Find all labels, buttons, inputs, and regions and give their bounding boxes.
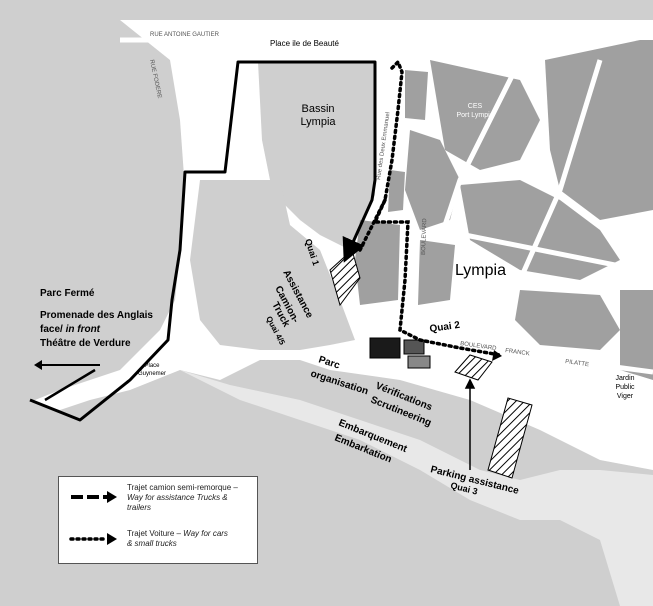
bassin-label-line2: Lympia [300, 116, 336, 128]
car-route [358, 58, 502, 357]
parc-organisation-block [369, 337, 401, 359]
ces-label-line2: Port Lympia [456, 112, 493, 119]
lympia-label: Lympia [455, 262, 506, 279]
street-rue-antoine-gautier: RUE ANTOINE GAUTIER [150, 32, 220, 38]
legend-truck-line-icon [71, 491, 117, 503]
street-boulevard-vertical: BOULEVARD [421, 218, 428, 255]
car-route-arrow [492, 350, 502, 361]
promenade-label: Promenade des Anglais [40, 310, 153, 321]
legend-car-text: Trajet Voiture – Way for cars & small tr… [127, 529, 255, 549]
place-guynemer-line1: Place [144, 363, 160, 369]
parc-ferme-label: Parc Fermé [40, 288, 95, 299]
jardin-line2: Public [615, 384, 635, 391]
jardin-line1: Jardin [615, 375, 634, 382]
bassin-label-line1: Bassin [301, 103, 334, 115]
legend-car-line1-italic: Way for cars [180, 529, 228, 538]
hatched-zones [329, 249, 533, 479]
theatre-label: Théâtre de Verdure [40, 338, 131, 349]
street-boulevard: BOULEVARD [460, 341, 498, 352]
place-guynemer-line2: Guynemer [138, 371, 166, 377]
verifications-block [403, 339, 425, 355]
zone-parking-quai3 [487, 397, 533, 479]
legend-car-row: Trajet Voiture – Way for cars & small tr… [59, 523, 259, 563]
organisation-blocks [369, 337, 431, 369]
legend-truck-line2: Way for assistance Trucks & [127, 493, 228, 502]
bassin-lympia-water [190, 62, 375, 350]
zone-parking-quai2 [454, 354, 493, 381]
street-franck: FRANCK [505, 348, 530, 357]
jardin-line3: Viger [617, 393, 634, 400]
pointer-lines [464, 378, 476, 470]
legend-car-line-icon [69, 533, 117, 545]
legend-car-line1: Trajet Voiture – [127, 529, 181, 538]
legend-truck-row: Trajet camion semi-remorque – Way for as… [59, 481, 259, 521]
face-label: face/ in front [40, 324, 101, 335]
legend-truck-line3: trailers [127, 503, 152, 512]
truck-route [29, 60, 377, 422]
legend-car-line2: & small trucks [127, 539, 177, 548]
street-place-beaute: Place ile de Beauté [270, 39, 339, 48]
quai2-label: Quai 2 [429, 320, 461, 335]
scrutineering-block [407, 355, 431, 369]
streets [120, 37, 653, 375]
street-pilatte: PILATTE [565, 359, 590, 368]
legend-truck-line1: Trajet camion semi-remorque – [127, 483, 238, 492]
legend-truck-text: Trajet camion semi-remorque – Way for as… [127, 483, 255, 513]
ces-label-line1: CES [468, 103, 483, 110]
map-legend: Trajet camion semi-remorque – Way for as… [58, 476, 258, 564]
parc-ferme-arrow [34, 360, 100, 370]
